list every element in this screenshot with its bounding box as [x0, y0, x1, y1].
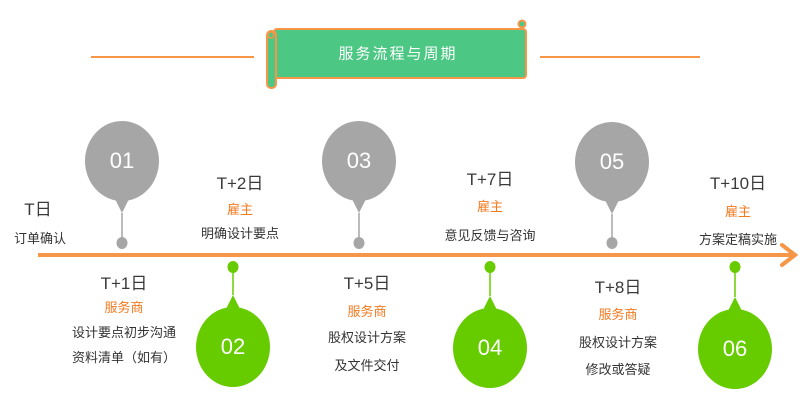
- step-desc: 意见反馈与咨询: [444, 229, 536, 244]
- title-scroll-banner: [266, 19, 527, 89]
- pin-marker-01: [85, 121, 159, 249]
- step-day: T+1日: [100, 274, 148, 293]
- step-day: T+10日: [709, 174, 767, 193]
- start-desc: 订单确认: [13, 232, 67, 247]
- pin-bubble: [196, 307, 270, 387]
- pin-bubble: [575, 122, 649, 202]
- step-role: 雇主: [724, 205, 752, 220]
- node-number-04: 04: [477, 335, 503, 360]
- step-role: 服务商: [104, 301, 144, 316]
- pin-dot: [606, 237, 618, 249]
- step-desc: 股权设计方案: [578, 336, 658, 351]
- pin-dot: [353, 237, 365, 249]
- step-desc: 方案定稿实施: [698, 233, 778, 248]
- start-day: T日: [24, 200, 52, 219]
- pin-dot: [227, 261, 239, 273]
- step-desc: 明确设计要点: [200, 227, 280, 242]
- node-number-05: 05: [599, 149, 625, 174]
- pin-dot: [729, 261, 741, 273]
- step-day: T+2日: [216, 174, 264, 193]
- step-desc: 设计要点初步沟通: [71, 326, 177, 341]
- pin-marker-04: [453, 261, 527, 388]
- step-day: T+8日: [594, 278, 642, 297]
- node-number-03: 03: [346, 148, 372, 173]
- pin-marker-06: [698, 261, 772, 389]
- pin-dot: [484, 261, 496, 273]
- pin-bubble: [322, 121, 396, 201]
- step-desc: 及文件交付: [334, 359, 400, 374]
- pin-marker-02: [196, 261, 270, 387]
- step-desc: 修改或答疑: [585, 363, 651, 378]
- step-day: T+7日: [466, 170, 514, 189]
- node-number-01: 01: [109, 148, 135, 173]
- step-role: 雇主: [476, 200, 504, 215]
- pin-bubble: [698, 309, 772, 389]
- axis-arrowhead: [780, 243, 799, 267]
- pin-dot: [116, 237, 128, 249]
- pin-marker-03: [322, 121, 396, 249]
- step-role: 服务商: [347, 305, 387, 320]
- step-day: T+5日: [343, 274, 391, 293]
- step-role: 雇主: [226, 203, 254, 218]
- step-desc: 股权设计方案: [327, 331, 407, 346]
- node-number-06: 06: [722, 336, 748, 361]
- page-title: 服务流程与周期: [338, 44, 458, 63]
- step-role: 服务商: [598, 308, 638, 323]
- pin-bubble: [85, 121, 159, 201]
- pin-bubble: [453, 308, 527, 388]
- pin-marker-05: [575, 122, 649, 249]
- node-number-02: 02: [220, 334, 246, 359]
- step-desc: 资料清单（如有）: [71, 351, 177, 366]
